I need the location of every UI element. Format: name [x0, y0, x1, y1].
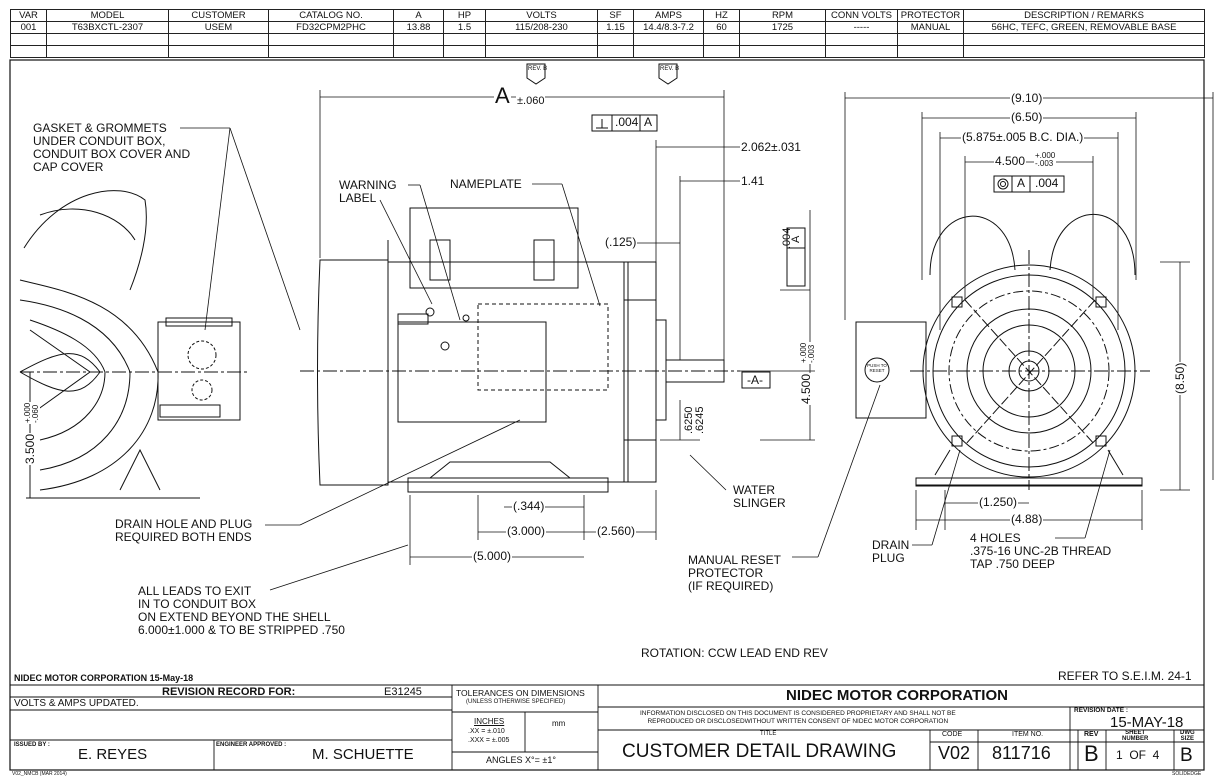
- code-label: CODE: [942, 731, 963, 738]
- rotation-note: ROTATION: CCW LEAD END REV: [641, 646, 828, 660]
- dim-3500-tol: +.000 -.060: [23, 401, 40, 424]
- rev-date: 15-MAY-18: [1110, 714, 1184, 731]
- dim-a-tol: ±.060: [516, 95, 546, 108]
- dim-2560: (2.560): [596, 524, 637, 538]
- tol-title: TOLERANCES ON DIMENSIONS: [456, 688, 585, 698]
- refer-note: REFER TO S.E.I.M. 24-1: [1058, 669, 1192, 683]
- solidedge-mark: SOLIDEDGE: [1172, 771, 1202, 777]
- item-number: 811716: [992, 743, 1051, 763]
- push-reset-button: [864, 357, 890, 383]
- dimension-lines: [29, 90, 1214, 591]
- dim-344: (.344): [512, 499, 546, 513]
- rev-marker-right: [658, 63, 678, 85]
- sheet-label: SHEET NUMBER: [1122, 730, 1149, 742]
- dim-3500: 3.500: [23, 432, 37, 465]
- dim-488: (4.88): [1010, 512, 1044, 526]
- proprietary-notice: INFORMATION DISCLOSED ON THIS DOCUMENT I…: [640, 710, 956, 725]
- dim-3000: (3.000): [506, 524, 547, 538]
- perp-datum: A: [644, 115, 653, 129]
- dim-a: A: [494, 83, 511, 108]
- engineer: M. SCHUETTE: [312, 746, 414, 763]
- rev-tag-right: REV. B: [660, 66, 680, 72]
- rev: B: [1084, 741, 1099, 766]
- issued-by: E. REYES: [78, 746, 148, 763]
- nameplate-note: NAMEPLATE: [450, 177, 522, 191]
- lead-end-view: [19, 190, 250, 499]
- perp-value: .004: [615, 115, 639, 129]
- engineer-label: ENGINEER APPROVED :: [216, 742, 287, 748]
- item-label: ITEM NO.: [1012, 731, 1044, 738]
- dim-910: (9.10): [1010, 91, 1044, 105]
- vertical-tolerance-frame: [786, 227, 806, 287]
- conc-value: .004: [1035, 176, 1059, 190]
- rev-label: REV: [1084, 731, 1099, 738]
- drawing-title: CUSTOMER DETAIL DRAWING: [622, 741, 897, 762]
- water-slinger-note: WATER SLINGER: [733, 483, 786, 510]
- tol-xxx: .XXX = ±.005: [468, 737, 510, 744]
- dim-1250: (1.250): [978, 495, 1019, 509]
- drawing-size: B: [1180, 745, 1193, 766]
- corp-date: NIDEC MOTOR CORPORATION 15-May-18: [14, 673, 194, 683]
- tol-mm: mm: [552, 719, 566, 728]
- dim-125: (.125): [604, 235, 638, 249]
- push-reset-label: PUSH TO RESET: [867, 363, 887, 373]
- dim-850: (8.50): [1173, 361, 1187, 395]
- tol-subtitle: (UNLESS OTHERWISE SPECIFIED): [466, 699, 566, 705]
- drain-plug-note: DRAIN PLUG: [872, 538, 910, 565]
- dim-4500-vertical-tol: +.000 -.003: [799, 341, 816, 364]
- title-label: TITLE: [760, 731, 777, 737]
- dim-4500-vertical: 4.500: [799, 372, 813, 405]
- shaft-end-view: [855, 213, 1150, 490]
- perpendicularity-frame: [591, 114, 658, 132]
- holes-note: 4 HOLES .375-16 UNC-2B THREAD TAP .750 D…: [970, 531, 1112, 571]
- title-block-lines: [10, 685, 1204, 770]
- sheet-number: 1 OF 4: [1116, 748, 1160, 762]
- dim-4500-horizontal-tol: +.000 -.003: [1034, 151, 1057, 168]
- rev-marker-left: [526, 63, 546, 85]
- dim-2062: 2.062±.031: [740, 140, 802, 154]
- rev-tag-left: REV. B: [528, 66, 548, 72]
- dim-4500-horizontal: 4.500: [994, 154, 1027, 168]
- tol-xx: .XX = ±.010: [468, 728, 505, 735]
- rev-date-label: REVISION DATE :: [1074, 707, 1129, 714]
- warning-label-note: WARNING LABEL: [339, 178, 397, 205]
- conc-datum: A: [1017, 176, 1026, 190]
- side-view: [300, 207, 740, 493]
- manual-reset-note: MANUAL RESET PROTECTOR (IF REQUIRED): [688, 553, 781, 593]
- gasket-note: GASKET & GROMMETS UNDER CONDUIT BOX, CON…: [33, 121, 191, 174]
- code: V02: [938, 743, 971, 763]
- revision-text: VOLTS & AMPS UPDATED.: [14, 698, 139, 709]
- leads-note: ALL LEADS TO EXIT IN TO CONDUIT BOX ON E…: [138, 584, 345, 637]
- company-name: NIDEC MOTOR CORPORATION: [786, 687, 1008, 704]
- tol-angles: ANGLES X°= ±1°: [486, 755, 556, 765]
- drawing-border: [9, 59, 1205, 771]
- datum-a-label: -A-: [747, 373, 763, 387]
- issued-by-label: ISSUED BY :: [14, 742, 50, 748]
- dim-650: (6.50): [1010, 110, 1044, 124]
- drain-hole-note: DRAIN HOLE AND PLUG REQUIRED BOTH ENDS: [115, 517, 253, 544]
- tol-inches: INCHES: [474, 717, 505, 726]
- dim-5000: (5.000): [472, 549, 513, 563]
- revision-record-label: REVISION RECORD FOR:: [162, 686, 296, 698]
- datum-a-box: [741, 371, 771, 389]
- form-id: V02_NMCB (MAR 2014): [12, 771, 67, 777]
- dim-141: 1.41: [740, 174, 766, 188]
- size-label: DWG SIZE: [1180, 730, 1195, 742]
- ecn-number: E31245: [384, 686, 422, 698]
- dim-shaft-dia: .6250 .6245: [683, 405, 706, 435]
- dim-bolt-circle: (5.875±.005 B.C. DIA.): [961, 130, 1085, 144]
- spec-table-blank-row: [10, 45, 1205, 58]
- vert-tol-datum: A: [790, 235, 802, 243]
- concentricity-frame: [993, 175, 1065, 193]
